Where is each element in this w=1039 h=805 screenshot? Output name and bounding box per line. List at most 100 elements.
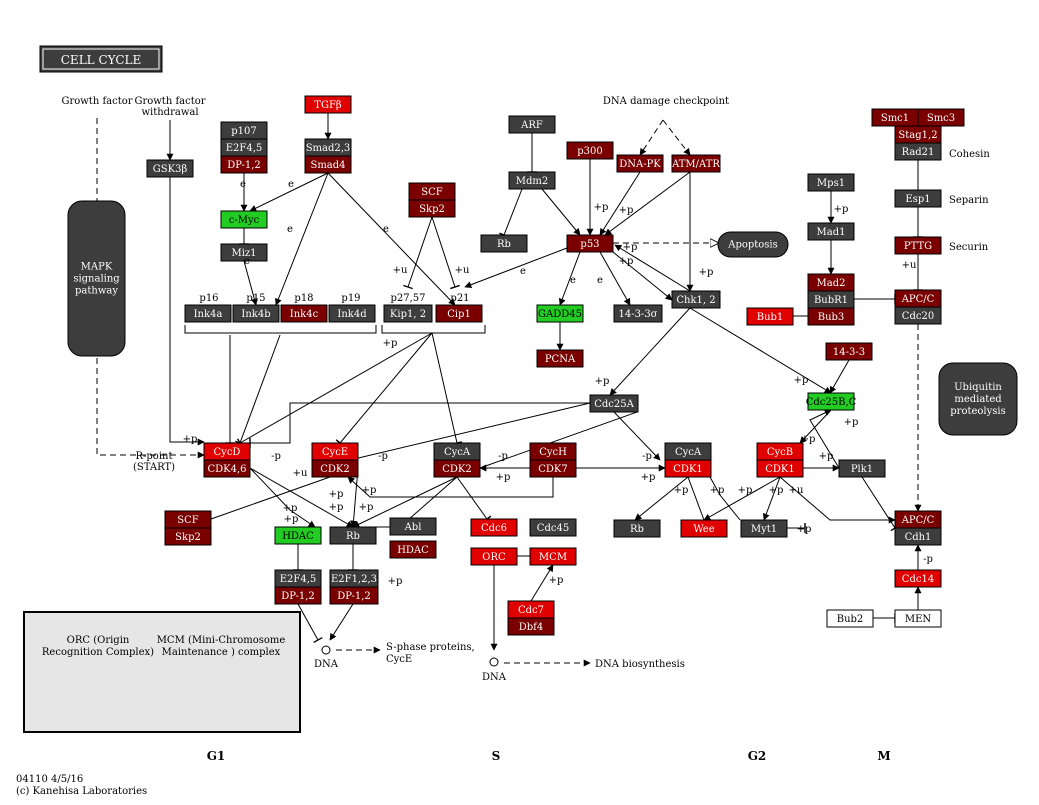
pathway-edge [499, 188, 523, 238]
gene-node-s1433s[interactable]: 14-3-3σ [613, 304, 663, 323]
gene-node-smc1[interactable]: Smc1 [871, 108, 919, 127]
pathway-edge [687, 476, 709, 523]
gene-node-scf_top[interactable]: SCF [408, 182, 456, 201]
gene-node-cdk2_a[interactable]: CDK2 [433, 459, 481, 478]
gene-node-cycd[interactable]: CycD [203, 442, 251, 461]
gene-node-mad1[interactable]: Mad1 [807, 222, 855, 241]
gene-node-rb_mid[interactable]: Rb [329, 526, 377, 545]
gene-node-cdc25bc[interactable]: Cdc25B,C [806, 392, 857, 411]
gene-node-skp2_top[interactable]: Skp2 [408, 199, 456, 218]
gene-node-cdc45[interactable]: Cdc45 [529, 518, 577, 537]
gene-node-e2f45_top[interactable]: E2F4,5 [220, 138, 268, 157]
gene-node-mcm_main[interactable]: MCM [529, 547, 577, 566]
gene-node-ink4c[interactable]: Ink4c [280, 304, 328, 323]
pathway-edge [599, 251, 631, 306]
gene-node-abl[interactable]: Abl [389, 517, 437, 536]
gene-node-cdc25a[interactable]: Cdc25A [589, 394, 639, 413]
gene-node-ink4b[interactable]: Ink4b [232, 304, 280, 323]
gene-node-apcc_bot[interactable]: APC/C [894, 510, 942, 529]
gene-node-men[interactable]: MEN [894, 609, 942, 628]
gene-node-hdac_r[interactable]: HDAC [389, 540, 437, 559]
gene-node-cmyc[interactable]: c-Myc [220, 210, 268, 229]
gene-node-stag12[interactable]: Stag1,2 [894, 125, 942, 144]
gene-node-scf_bot[interactable]: SCF [164, 510, 212, 529]
gene-node-hdac_l[interactable]: HDAC [274, 526, 322, 545]
gene-node-label: c-Myc [229, 215, 260, 226]
gene-node-smad23[interactable]: Smad2,3 [304, 138, 352, 157]
gene-node-bub3[interactable]: Bub3 [807, 307, 855, 326]
gene-node-p53[interactable]: p53 [566, 234, 614, 253]
gene-node-mdm2[interactable]: Mdm2 [508, 171, 556, 190]
gene-node-dnapk[interactable]: DNA-PK [616, 154, 664, 173]
gene-node-wee[interactable]: Wee [680, 519, 728, 538]
gene-node-plk1[interactable]: Plk1 [838, 459, 886, 478]
gene-node-rad21[interactable]: Rad21 [894, 142, 942, 161]
gene-node-skp2_bot[interactable]: Skp2 [164, 527, 212, 546]
edge-label: +p [801, 434, 816, 445]
gene-node-atmatr[interactable]: ATM/ATR [671, 154, 721, 173]
gene-node-cip1[interactable]: Cip1 [435, 304, 483, 323]
gene-node-esp1[interactable]: Esp1 [894, 189, 942, 208]
gene-node-ink4d[interactable]: Ink4d [328, 304, 376, 323]
gene-node-cdc6[interactable]: Cdc6 [470, 518, 518, 537]
gene-node-gsk3b[interactable]: GSK3β [146, 159, 194, 178]
gene-node-tgfb[interactable]: TGFβ [304, 95, 352, 114]
gene-node-cdc7[interactable]: Cdc7 [507, 600, 555, 619]
p2757-label: p27,57 [390, 293, 425, 304]
gene-node-cdk46[interactable]: CDK4,6 [203, 459, 251, 478]
gene-node-cdk7[interactable]: CDK7 [529, 459, 577, 478]
gene-node-myt1[interactable]: Myt1 [740, 519, 788, 538]
gene-node-p300[interactable]: p300 [566, 141, 614, 160]
gene-node-rb_g2[interactable]: Rb [613, 519, 661, 538]
gene-node-smad4[interactable]: Smad4 [304, 155, 352, 174]
gene-node-orc_main[interactable]: ORC [470, 547, 518, 566]
gene-node-ink4a[interactable]: Ink4a [184, 304, 232, 323]
gene-node-label: DP-1,2 [227, 160, 260, 171]
gene-node-apcc_top[interactable]: APC/C [894, 289, 942, 308]
gene-node-pcna[interactable]: PCNA [536, 349, 584, 368]
gene-node-pttg[interactable]: PTTG [894, 236, 942, 255]
gene-node-dp12_bot[interactable]: DP-1,2 [274, 586, 322, 605]
gene-node-cdc14[interactable]: Cdc14 [894, 569, 942, 588]
gene-node-cyca_s[interactable]: CycA [433, 442, 481, 461]
gene-node-dp12_b2[interactable]: DP-1,2 [329, 586, 379, 605]
gene-node-cdk1_b[interactable]: CDK1 [756, 459, 804, 478]
gene-node-p107[interactable]: p107 [220, 121, 268, 140]
gene-node-arf[interactable]: ARF [508, 115, 556, 134]
pathway-edge [634, 476, 689, 521]
gene-node-chk12[interactable]: Chk1, 2 [671, 290, 721, 309]
gene-node-cdk2_e[interactable]: CDK2 [311, 459, 359, 478]
gene-node-label: Skp2 [419, 204, 445, 215]
gene-node-dp12_top[interactable]: DP-1,2 [220, 155, 268, 174]
gene-node-miz1[interactable]: Miz1 [220, 243, 268, 262]
gene-node-bubr1[interactable]: BubR1 [807, 290, 855, 309]
gene-node-cdc20[interactable]: Cdc20 [894, 306, 942, 325]
gene-node-cyce[interactable]: CycE [311, 442, 359, 461]
gene-node-cyca_g2[interactable]: CycA [664, 442, 712, 461]
gene-node-bub2[interactable]: Bub2 [826, 609, 874, 628]
gene-node-bub1[interactable]: Bub1 [746, 307, 794, 326]
p19-label: p19 [341, 293, 360, 304]
gene-node-gadd45[interactable]: GADD45 [536, 304, 584, 323]
gene-node-e2f123[interactable]: E2F1,2,3 [329, 569, 379, 588]
gene-node-dbf4[interactable]: Dbf4 [507, 617, 555, 636]
edge-label: +p [359, 502, 374, 513]
pathway-edge [347, 476, 554, 498]
gene-node-mps1[interactable]: Mps1 [807, 173, 855, 192]
gene-node-e2f45_bot[interactable]: E2F4,5 [274, 569, 322, 588]
gene-node-mad2[interactable]: Mad2 [807, 273, 855, 292]
pathway-edge [349, 402, 591, 462]
gene-node-label: Miz1 [231, 248, 256, 259]
gene-node-smc3[interactable]: Smc3 [917, 108, 965, 127]
map-link-apoptosis[interactable]: Apoptosis [717, 231, 789, 258]
gene-node-label: Esp1 [905, 194, 930, 205]
gene-node-cdh1[interactable]: Cdh1 [894, 527, 942, 546]
gene-node-kip12[interactable]: Kip1, 2 [383, 304, 433, 323]
gene-node-cdk1_a[interactable]: CDK1 [664, 459, 712, 478]
gene-node-rb_top[interactable]: Rb [480, 234, 528, 253]
gene-node-s1433_right[interactable]: 14-3-3 [825, 342, 873, 361]
gene-node-cych[interactable]: CycH [529, 442, 577, 461]
gene-node-cycb[interactable]: CycB [756, 442, 804, 461]
